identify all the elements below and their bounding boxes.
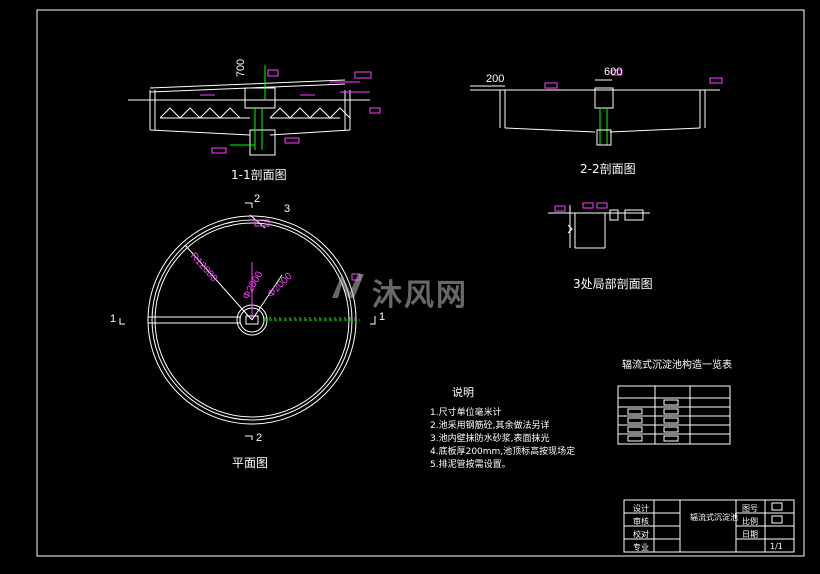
plan-view-drawing <box>119 202 376 440</box>
dim-200: 200 <box>486 73 505 85</box>
section-1-1-title: 1-1剖面图 <box>231 168 287 182</box>
note-item: 5.排泥管按需设置。 <box>430 460 511 470</box>
detail-3-title: 3处局部剖面图 <box>573 277 653 291</box>
structure-table <box>617 385 731 445</box>
plan-title: 平面图 <box>232 456 269 470</box>
dim-600: 600 <box>604 66 623 78</box>
note-item: 3.池内壁抹防水砂浆,表面抹光 <box>430 434 550 444</box>
table-title: 辐流式沉淀池构造一览表 <box>622 360 732 371</box>
detail-3-drawing <box>548 202 650 249</box>
marker-top-2: 2 <box>254 193 261 205</box>
tb-review-label: 审核 <box>633 517 649 526</box>
watermark-text: 沐风网 <box>372 278 468 313</box>
title-block <box>623 499 795 553</box>
tb-date-label: 日期 <box>742 530 758 539</box>
tb-drawing-no-label: 图号 <box>742 504 758 513</box>
notes-heading: 说明 <box>452 386 474 399</box>
marker-right-1: 1 <box>379 311 386 323</box>
notes-list: 1.尺寸单位毫米计 2.池采用钢筋砼,其余做法另详 3.池内壁抹防水砂浆,表面抹… <box>430 405 575 470</box>
marker-bottom-2: 2 <box>256 432 263 444</box>
drawing-border <box>36 9 805 557</box>
note-item: 4.底板厚200mm,池顶标高按现场定 <box>430 447 576 457</box>
tb-project-name: 辐流式沉淀池 <box>690 513 738 522</box>
note-item: 1.尺寸单位毫米计 <box>430 408 502 418</box>
section-2-2-drawing <box>470 69 723 146</box>
tb-scale-label: 比例 <box>742 517 758 526</box>
tb-discipline-label: 专业 <box>633 543 649 552</box>
dim-700: 700 <box>235 58 248 78</box>
section-2-2-title: 2-2剖面图 <box>580 162 636 176</box>
tb-check-label: 校对 <box>633 530 649 539</box>
tb-sheet: 1/1 <box>770 542 783 551</box>
marker-top-3: 3 <box>284 203 291 215</box>
watermark-logo-icon <box>332 274 364 298</box>
tb-designer-label: 设计 <box>633 504 649 513</box>
marker-left-1: 1 <box>110 313 117 325</box>
note-item: 2.池采用钢筋砼,其余做法另详 <box>430 421 550 431</box>
section-1-1-drawing <box>128 65 381 156</box>
